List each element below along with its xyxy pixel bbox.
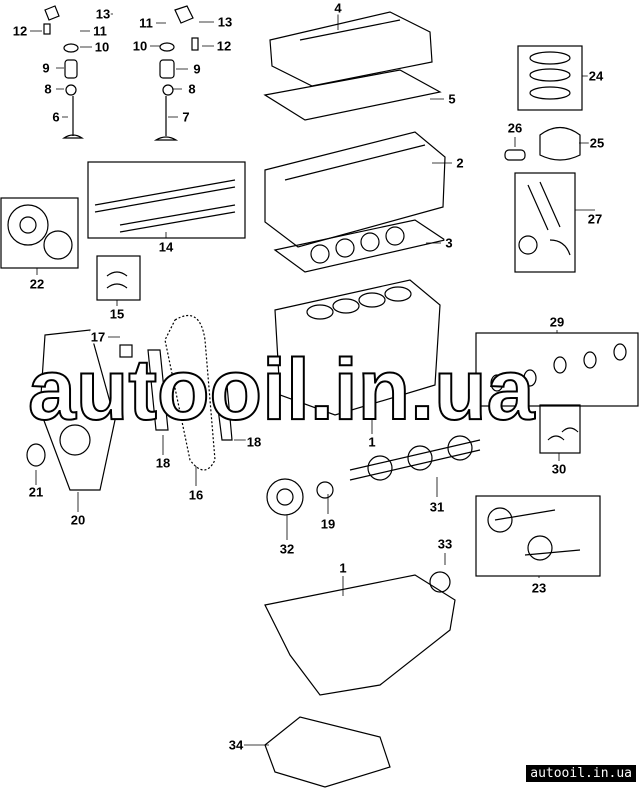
callout-9: 9 — [41, 60, 51, 76]
callout-11: 11 — [92, 23, 108, 39]
callout-32: 32 — [278, 541, 296, 557]
callout-12: 12 — [215, 38, 233, 54]
callout-24: 24 — [587, 68, 605, 84]
callout-10: 10 — [93, 39, 111, 55]
callout-31: 31 — [428, 499, 446, 515]
watermark: autooil.in.ua — [27, 342, 535, 438]
callout-26: 26 — [506, 120, 524, 136]
callout-29: 29 — [548, 314, 566, 330]
lower-oil-pan — [264, 716, 391, 788]
callout-4: 4 — [333, 0, 343, 16]
camshaft-box — [87, 161, 246, 239]
callout-30: 30 — [550, 461, 568, 477]
callout-10: 10 — [131, 38, 149, 54]
callout-3: 3 — [444, 235, 454, 251]
callout-13: 13 — [94, 6, 112, 22]
callout-27: 27 — [586, 211, 604, 227]
crankshaft — [349, 439, 481, 481]
callout-20: 20 — [69, 512, 87, 528]
callout-6: 6 — [51, 109, 61, 125]
callout-16: 16 — [187, 487, 205, 503]
upper-oil-pan — [264, 574, 456, 696]
callout-12: 12 — [11, 23, 29, 39]
callout-18: 18 — [245, 434, 263, 450]
callout-9: 9 — [192, 61, 202, 77]
balance-shaft-box — [475, 495, 601, 577]
site-badge: autooil.in.ua — [526, 765, 636, 782]
valve-cover — [269, 11, 433, 87]
callout-11: 11 — [138, 15, 154, 31]
callout-13: 13 — [216, 14, 234, 30]
callout-1: 1 — [338, 560, 348, 576]
intake-valve-train — [43, 5, 84, 139]
callout-34: 34 — [227, 737, 245, 753]
timing-cover — [39, 329, 116, 491]
bearing-box — [96, 255, 141, 301]
callout-8: 8 — [43, 81, 53, 97]
timing-chain — [164, 315, 216, 471]
callout-15: 15 — [108, 306, 126, 322]
callout-19: 19 — [319, 516, 337, 532]
callout-17: 17 — [89, 329, 107, 345]
callout-8: 8 — [187, 81, 197, 97]
vvt-gear-box — [0, 197, 79, 269]
callout-22: 22 — [28, 276, 46, 292]
piston-rings-box — [517, 45, 583, 111]
connecting-rod-box — [514, 172, 576, 273]
camshaft — [94, 179, 236, 233]
callout-2: 2 — [455, 155, 465, 171]
callout-21: 21 — [27, 484, 45, 500]
callout-25: 25 — [588, 135, 606, 151]
callout-1: 1 — [367, 434, 377, 450]
exhaust-valve-train — [153, 5, 199, 141]
callout-14: 14 — [157, 239, 175, 255]
callout-33: 33 — [436, 536, 454, 552]
callout-18: 18 — [154, 455, 172, 471]
thrust-washer-box — [539, 404, 581, 454]
cylinder-head — [264, 131, 446, 248]
callout-7: 7 — [181, 109, 191, 125]
head-gasket-bores — [310, 226, 405, 264]
callout-5: 5 — [447, 91, 457, 107]
cylinder-block — [274, 279, 441, 416]
callout-23: 23 — [530, 580, 548, 596]
cover-gasket — [263, 69, 442, 121]
